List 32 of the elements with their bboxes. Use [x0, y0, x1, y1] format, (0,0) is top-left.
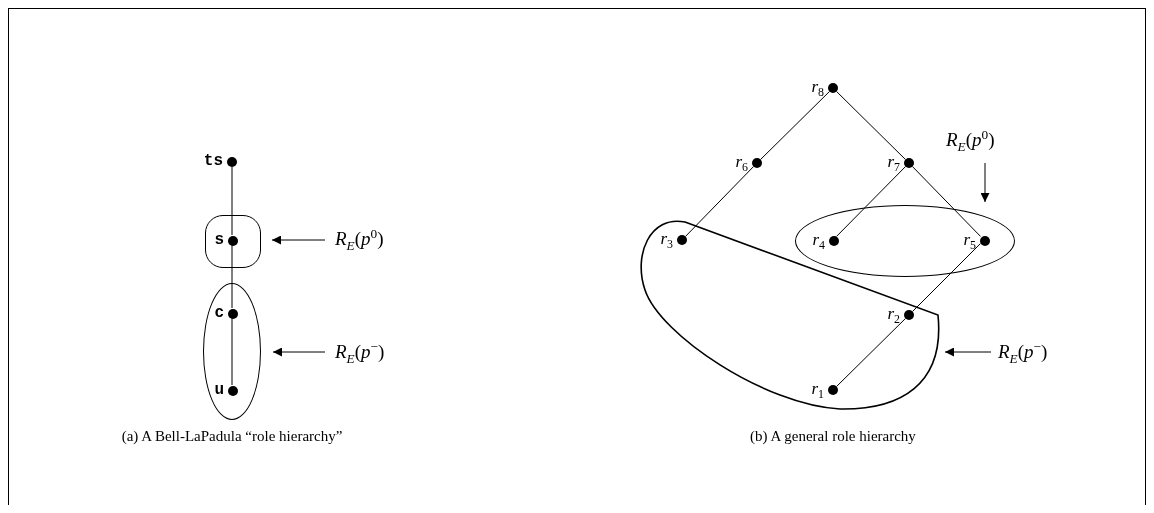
vertex-label: r$_{6}$: [735, 152, 748, 172]
set-label: R$_{E}$(p$^{0}$): [335, 227, 384, 251]
hierarchy-line: [231, 166, 233, 236]
hierarchy-line: [231, 244, 233, 309]
set-label: R$_{E}$(p$^{0}$): [946, 128, 995, 152]
hierarchy-line: [760, 91, 830, 160]
vertex-label: s: [214, 230, 224, 250]
hierarchy-line: [231, 317, 233, 386]
set-label: R$_{E}$(p$^{−}$): [998, 340, 1048, 364]
vertex-label: ts: [203, 151, 223, 171]
vertex-label: r$_{8}$: [811, 77, 824, 97]
subfigure-caption: (b) A general role hierarchy: [750, 428, 916, 445]
vertex-label: r$_{1}$: [811, 379, 824, 399]
vertex-label: u: [214, 380, 224, 400]
arrow: [271, 235, 326, 245]
vertex-label: r$_{5}$: [963, 230, 976, 250]
vertex-label: c: [214, 303, 224, 323]
arrow: [980, 162, 990, 203]
vertex-label: r$_{4}$: [812, 230, 825, 250]
hierarchy-line: [912, 243, 981, 312]
vertex-label: r$_{2}$: [887, 304, 900, 324]
hierarchy-line: [685, 166, 754, 237]
arrow: [272, 347, 326, 357]
hierarchy-line: [836, 318, 906, 387]
arrow: [944, 347, 992, 357]
vertex-label: r$_{3}$: [660, 229, 673, 249]
hierarchy-line: [836, 166, 906, 237]
vertex-label: r$_{7}$: [887, 152, 900, 172]
hierarchy-line: [912, 166, 981, 237]
subfigure-caption: (a) A Bell-LaPadula “role hierarchy”: [121, 428, 343, 445]
hierarchy-line: [836, 91, 906, 160]
set-label: R$_{E}$(p$^{−}$): [335, 340, 385, 364]
